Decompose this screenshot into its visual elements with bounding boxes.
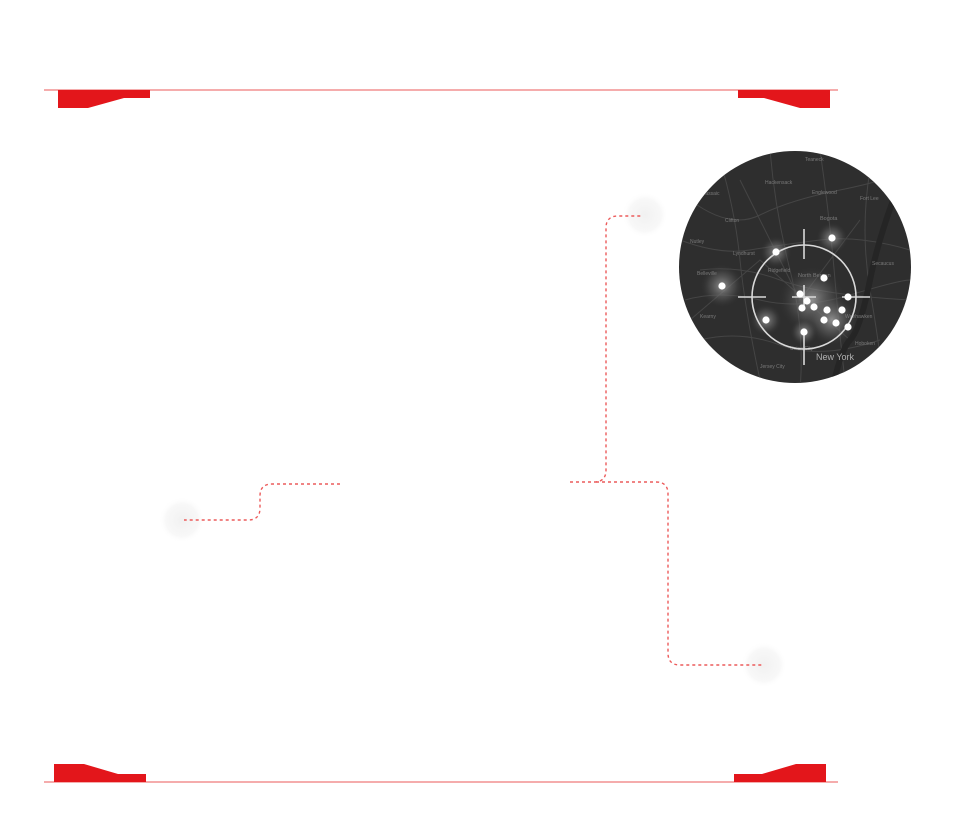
map-label-clifton: Clifton	[725, 218, 739, 224]
map-label-passaic: Passaic	[702, 191, 720, 197]
map-label-hackensack: Hackensack	[765, 180, 793, 186]
connector-to-left	[184, 483, 340, 521]
location-dot-icon	[798, 304, 806, 312]
location-dot-icon	[796, 290, 804, 298]
connector-node-top-right	[622, 192, 668, 238]
map-label-bogota: Bogota	[820, 216, 838, 222]
map-label-jersey-city: Jersey City	[760, 364, 785, 370]
map-label-secaucus: Secaucus	[872, 261, 894, 267]
location-dot-icon	[772, 248, 780, 256]
location-dot-icon	[803, 297, 811, 305]
map-label-new-york: New York	[816, 352, 855, 362]
location-dot-icon	[838, 306, 846, 314]
location-dot-icon	[800, 328, 808, 336]
top-left-accent	[58, 90, 150, 108]
top-frame	[44, 89, 838, 108]
location-dot-icon	[762, 316, 770, 324]
connector-to-bottom-right	[596, 481, 762, 666]
location-dot-icon	[718, 282, 726, 290]
location-dot-icon	[820, 316, 828, 324]
location-dot-icon	[810, 303, 818, 311]
location-dot-icon	[823, 306, 831, 314]
location-dot-icon	[828, 234, 836, 242]
connector-to-map	[570, 215, 643, 483]
map-label-englewood: Englewood	[812, 190, 837, 196]
map-river	[827, 168, 908, 383]
location-dot-icon	[844, 293, 852, 301]
location-dot-icon	[820, 274, 828, 282]
map-label-north-bergen: North Bergen	[798, 273, 831, 279]
map-label-teaneck: Teaneck	[805, 157, 824, 163]
bottom-left-accent	[54, 764, 146, 782]
top-right-accent	[738, 90, 830, 108]
map-label-kearny: Kearny	[700, 314, 716, 320]
map-label-weehawken: Weehawken	[845, 314, 873, 320]
connector-node-bottom-right	[741, 642, 787, 688]
map-label-nutley: Nutley	[690, 239, 705, 245]
map-label-hoboken: Hoboken	[855, 341, 875, 347]
location-dot-icon	[832, 319, 840, 327]
map-label-ridgefield: Ridgefield	[768, 268, 790, 274]
map-label-lyndhurst: Lyndhurst	[733, 251, 755, 257]
bottom-right-accent	[734, 764, 826, 782]
map-label-belleville: Belleville	[697, 271, 717, 277]
connectors	[184, 215, 762, 666]
connector-node-left	[159, 497, 205, 543]
crosshair-icon	[738, 229, 870, 365]
bottom-frame	[44, 764, 838, 783]
city-map: Teaneck Hackensack Englewood Bogota Clif…	[679, 151, 911, 383]
location-dot-icon	[844, 323, 852, 331]
location-markers	[718, 234, 852, 336]
map-label-fort-lee: Fort Lee	[860, 196, 879, 202]
